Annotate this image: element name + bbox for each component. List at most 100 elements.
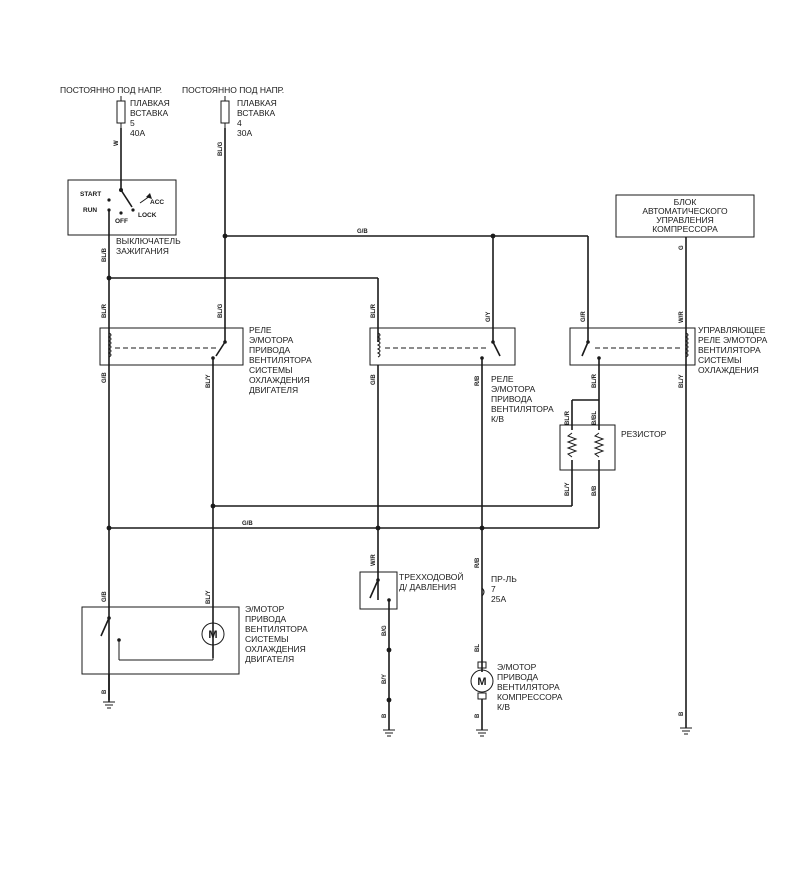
ground-ecu xyxy=(680,727,692,735)
relay-ac-fan: РЕЛЕ Э/МОТОРА ПРИВОДА ВЕНТИЛЯТОРА К/В xyxy=(369,327,554,424)
relay-engine-label-7: ДВИГАТЕЛЯ xyxy=(249,385,298,395)
wire-label-b-press: B xyxy=(382,713,388,718)
fuse-7-line-3: 25A xyxy=(491,594,506,604)
wire-label-b-ecu: B xyxy=(679,711,685,716)
compressor-fan-motor: M Э/МОТОР ПРИВОДА ВЕНТИЛЯТОРА КОМПРЕССОР… xyxy=(470,661,563,712)
engine-motor-label-4: СИСТЕМЫ xyxy=(245,634,289,644)
wire-label-bl-r-left: BL/R xyxy=(102,303,108,318)
source-label-right: ПОСТОЯННО ПОД НАПР. xyxy=(182,85,284,95)
resistor: РЕЗИСТОР xyxy=(559,399,667,528)
wire-label-r-b-2: R/B xyxy=(475,557,481,568)
fuse-5-line-4: 40A xyxy=(130,128,145,138)
relay-ac-label-2: Э/МОТОРА xyxy=(491,384,536,394)
wire-label-g-b-motor: G/B xyxy=(102,591,108,602)
motor-symbol-engine: M xyxy=(208,629,217,641)
source-label-left: ПОСТОЯННО ПОД НАПР. xyxy=(60,85,162,95)
ecu-label-1: БЛОК xyxy=(674,197,697,207)
wire-label-b-y: B/Y xyxy=(382,674,388,684)
wire-label-bl-g-top: BL/G xyxy=(218,141,224,156)
motor-symbol-compressor: M xyxy=(477,676,486,688)
engine-motor-label-6: ДВИГАТЕЛЯ xyxy=(245,654,294,664)
fuse-5: ПЛАВКАЯ ВСТАВКА 5 40A xyxy=(116,96,170,138)
wire-label-w-r-press: W/R xyxy=(371,554,377,566)
relay-engine-label-1: РЕЛЕ xyxy=(249,325,272,335)
ignition-label-1: ВЫКЛЮЧАТЕЛЬ xyxy=(116,236,181,246)
relay-ac-label-1: РЕЛЕ xyxy=(491,374,514,384)
ecu-label-3: УПРАВЛЕНИЯ xyxy=(656,215,714,225)
ignition-off: OFF xyxy=(115,218,128,225)
wire-label-bl-r-right: BL/R xyxy=(592,373,598,388)
wire-label-bl-y-control: BL/Y xyxy=(679,374,685,388)
engine-motor-label-1: Э/МОТОР xyxy=(245,604,285,614)
relay-control-label-2: РЕЛЕ Э/МОТОРА xyxy=(698,335,768,345)
relay-control-label-4: СИСТЕМЫ xyxy=(698,355,742,365)
ignition-acc: ACC xyxy=(150,199,164,206)
ground-engine xyxy=(103,674,115,709)
wire-label-g-b-mid: G/B xyxy=(371,374,377,385)
compressor-motor-label-1: Э/МОТОР xyxy=(497,662,537,672)
wire-label-w-r: W/R xyxy=(679,311,685,323)
bus-label-bottom: G/B xyxy=(242,521,253,527)
ecu-label-4: КОМПРЕССОРА xyxy=(652,224,718,234)
relay-engine-label-5: СИСТЕМЫ xyxy=(249,365,293,375)
wire-label-b-g: B/G xyxy=(382,625,388,636)
pressure-switch-label-1: ТРЕХХОДОВОЙ xyxy=(399,571,464,582)
ground-pressure xyxy=(383,729,395,737)
fuse-7: ПР-ЛЬ 7 25A xyxy=(481,574,517,604)
wire-label-g: G xyxy=(679,245,685,250)
ignition-switch: START RUN OFF ACC LOCK xyxy=(67,179,177,236)
compressor-motor-label-3: ВЕНТИЛЯТОРА xyxy=(497,682,560,692)
relay-engine-label-4: ВЕНТИЛЯТОРА xyxy=(249,355,312,365)
fuse-5-line-1: ПЛАВКАЯ xyxy=(130,98,170,108)
relay-control-label-3: ВЕНТИЛЯТОРА xyxy=(698,345,761,355)
fuse-7-line-2: 7 xyxy=(491,584,496,594)
relay-control-label-5: ОХЛАЖДЕНИЯ xyxy=(698,365,759,375)
fuse-4-line-1: ПЛАВКАЯ xyxy=(237,98,277,108)
relay-ac-label-5: К/В xyxy=(491,414,504,424)
wire-label-bl: BL xyxy=(475,644,481,652)
wire-label-b-b: B/B xyxy=(592,485,598,496)
engine-motor-label-3: ВЕНТИЛЯТОРА xyxy=(245,624,308,634)
engine-motor-label-5: ОХЛАЖДЕНИЯ xyxy=(245,644,306,654)
compressor-motor-label-2: ПРИВОДА xyxy=(497,672,538,682)
relay-control-label-1: УПРАВЛЯЮЩЕЕ xyxy=(698,325,766,335)
bus-label-top: G/B xyxy=(357,229,368,235)
resistor-label: РЕЗИСТОР xyxy=(621,429,667,439)
wire-label-b-engine: B xyxy=(102,689,108,694)
ground-compressor xyxy=(476,729,488,737)
wire-label-g-r: G/R xyxy=(581,311,587,322)
wire-label-bl-g-relay: BL/G xyxy=(218,303,224,318)
fuse-7-line-1: ПР-ЛЬ xyxy=(491,574,517,584)
compressor-motor-label-5: К/В xyxy=(497,702,510,712)
wire-label-bl-r-res: BL/R xyxy=(565,410,571,425)
wire-label-bl-b: BL/B xyxy=(102,247,108,262)
relay-engine-label-3: ПРИВОДА xyxy=(249,345,290,355)
wire-label-g-b-left: G/B xyxy=(102,372,108,383)
wire-label-g-y: G/Y xyxy=(486,312,492,322)
fuse-5-line-3: 5 xyxy=(130,118,135,128)
ignition-start: START xyxy=(80,191,101,198)
wire-label-r-b-1: R/B xyxy=(475,375,481,386)
relay-ac-label-3: ПРИВОДА xyxy=(491,394,532,404)
relay-engine-label-2: Э/МОТОРА xyxy=(249,335,294,345)
fuse-4-line-4: 30A xyxy=(237,128,252,138)
wire-label-bl-y-2: BL/Y xyxy=(206,590,212,604)
fuse-4: ПЛАВКАЯ ВСТАВКА 4 30A xyxy=(220,96,277,138)
relay-control: УПРАВЛЯЮЩЕЕ РЕЛЕ Э/МОТОРА ВЕНТИЛЯТОРА СИ… xyxy=(569,325,768,375)
wire-label-b-bl: B/BL xyxy=(592,411,598,425)
wire-label-b-comp: B xyxy=(475,713,481,718)
compressor-motor-label-4: КОМПРЕССОРА xyxy=(497,692,563,702)
fuse-4-line-2: ВСТАВКА xyxy=(237,108,275,118)
relay-ac-label-4: ВЕНТИЛЯТОРА xyxy=(491,404,554,414)
wire-label-bl-y-1: BL/Y xyxy=(206,374,212,388)
relay-engine-fan: РЕЛЕ Э/МОТОРА ПРИВОДА ВЕНТИЛЯТОРА СИСТЕМ… xyxy=(99,325,312,395)
ignition-lock: LOCK xyxy=(138,212,157,219)
pressure-switch: ТРЕХХОДОВОЙ Д/ ДАВЛЕНИЯ xyxy=(359,571,464,610)
wire-label-bl-y-res: BL/Y xyxy=(565,482,571,496)
fuse-5-line-2: ВСТАВКА xyxy=(130,108,168,118)
wire-label-w: W xyxy=(114,140,120,146)
compressor-control-unit: БЛОК АВТОМАТИЧЕСКОГО УПРАВЛЕНИЯ КОМПРЕСС… xyxy=(615,194,755,238)
ignition-run: RUN xyxy=(83,207,97,214)
engine-motor-label-2: ПРИВОДА xyxy=(245,614,286,624)
